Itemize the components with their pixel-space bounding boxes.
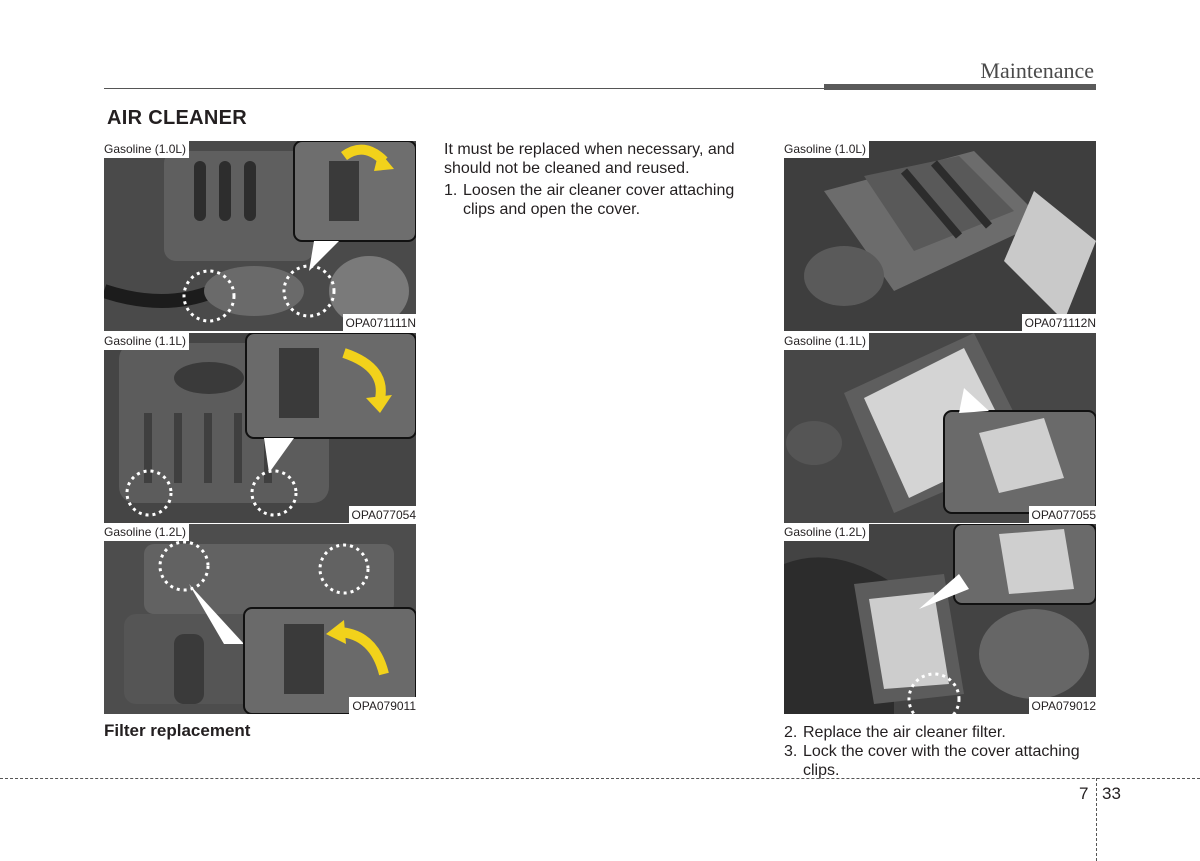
header-rule [104,88,1096,89]
photo-1-2l-filter: Gasoline (1.2L) OPA079012 [784,524,1096,714]
air-filter-photo-icon [784,333,1096,523]
intro-paragraph: It must be replaced when necessary, and … [444,141,735,177]
step-number: 3. [784,743,798,760]
section-title: AIR CLEANER [107,107,247,129]
footer-page-divider [1096,778,1097,861]
steps-text-block: 2. Replace the air cleaner filter. 3. Lo… [784,723,1100,780]
footer-divider [0,778,1200,779]
step-1: 1. Loosen the air cleaner cover attachin… [444,181,764,219]
photo-1-1l-filter: Gasoline (1.1L) OPA077055 [784,333,1096,523]
intro-text-block: It must be replaced when necessary, and … [444,140,764,219]
engine-variant-label: Gasoline (1.0L) [104,141,190,158]
step-text: Replace the air cleaner filter. [803,724,1006,741]
air-cleaner-clip-photo-icon [104,524,416,714]
figure-code: OPA077054 [348,506,416,523]
engine-variant-label: Gasoline (1.2L) [784,524,870,541]
header-section-title: Maintenance [980,58,1094,83]
photo-1-2l-clips: Gasoline (1.2L) OPA079011 [104,524,416,714]
step-number: 2. [784,724,798,741]
figure-code: OPA079011 [349,697,416,714]
air-cleaner-clip-photo-icon [104,333,416,523]
step-text: Lock the cover with the cover attaching … [803,743,1080,779]
air-cleaner-clip-photo-icon [104,141,416,331]
engine-variant-label: Gasoline (1.1L) [104,333,190,350]
chapter-number: 7 [1079,784,1089,803]
step-3: 3. Lock the cover with the cover attachi… [784,742,1100,780]
figure-code: OPA079012 [1028,697,1096,714]
page-number: 33 [1102,784,1121,803]
step-2: 2. Replace the air cleaner filter. [784,723,1100,742]
header-rule-accent [824,84,1096,90]
figure-code: OPA071112N [1021,314,1096,331]
photo-1-1l-clips: Gasoline (1.1L) OPA077054 [104,333,416,523]
engine-variant-label: Gasoline (1.1L) [784,333,870,350]
figure-code: OPA071111N [342,314,416,331]
step-text: Loosen the air cleaner cover attaching c… [463,182,735,218]
engine-variant-label: Gasoline (1.2L) [104,524,190,541]
photo-1-0l-clips: Gasoline (1.0L) OPA071111N [104,141,416,331]
photo-1-0l-filter: Gasoline (1.0L) OPA071112N [784,141,1096,331]
filter-replacement-heading: Filter replacement [104,721,251,740]
engine-variant-label: Gasoline (1.0L) [784,141,870,158]
step-number: 1. [444,182,458,199]
air-filter-photo-icon [784,524,1096,714]
figure-code: OPA077055 [1028,506,1096,523]
air-filter-photo-icon [784,141,1096,331]
